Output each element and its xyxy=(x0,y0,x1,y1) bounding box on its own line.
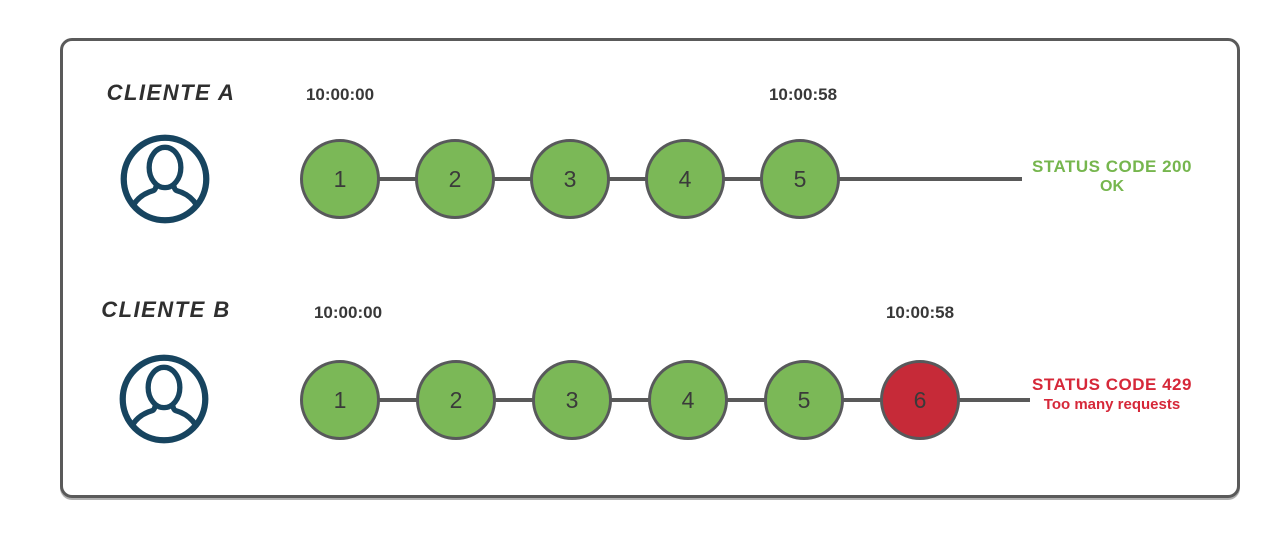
timestamp-end-a: 10:00:58 xyxy=(768,85,838,104)
timeline-line-a xyxy=(340,177,1022,181)
user-avatar-icon xyxy=(119,354,209,444)
timestamp-start-b: 10:00:00 xyxy=(313,303,383,322)
status-message-text-b: Too many requests xyxy=(1043,396,1181,413)
client-a-label: CLIENTE A xyxy=(106,80,236,105)
status-result-b: STATUS CODE 429 Too many requests xyxy=(1024,374,1200,414)
status-result-a: STATUS CODE 200 OK xyxy=(1024,156,1200,197)
status-code-text-a: STATUS CODE 200 xyxy=(1032,157,1192,176)
client-b-label: CLIENTE B xyxy=(101,297,231,322)
timeline-line-b xyxy=(340,398,1030,402)
status-message-text-a: OK xyxy=(1100,178,1124,195)
diagram-frame xyxy=(60,38,1240,498)
timestamp-start-a: 10:00:00 xyxy=(305,85,375,104)
timestamp-end-b: 10:00:58 xyxy=(885,303,955,322)
status-code-text-b: STATUS CODE 429 xyxy=(1032,375,1192,394)
user-avatar-icon xyxy=(120,134,210,224)
